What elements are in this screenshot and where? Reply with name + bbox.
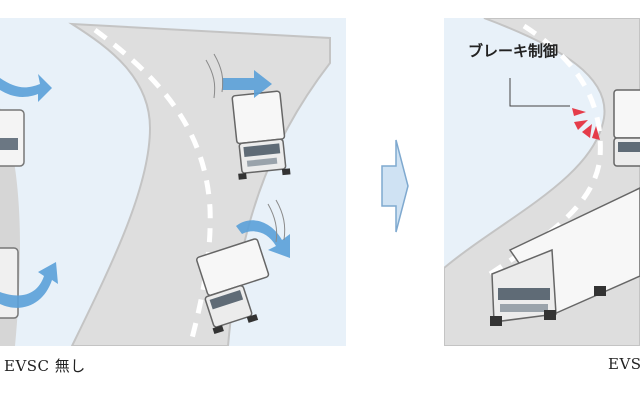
scene-with-evsc-illustration <box>444 18 640 346</box>
truck-tipping <box>196 238 270 335</box>
brake-control-label: ブレーキ制御 <box>468 42 559 60</box>
right-arrow-icon <box>381 139 409 233</box>
brake-burst-icon <box>572 108 600 140</box>
truck-upper-right <box>231 90 291 180</box>
curved-arrow-icon <box>0 262 58 308</box>
scene-with-evsc <box>444 18 640 346</box>
motion-arrow-icon <box>0 74 52 102</box>
truck-partial-top <box>0 109 25 167</box>
curved-arrow-icon <box>236 220 290 258</box>
motion-lines <box>205 53 286 243</box>
label-leader-line <box>509 78 570 107</box>
truck-large <box>490 187 640 326</box>
truck-braking <box>613 89 640 167</box>
scene-without-evsc <box>0 18 346 346</box>
caption-without-evsc: EVSC 無し <box>4 357 86 375</box>
motion-arrow-icon <box>222 70 272 98</box>
scene-without-evsc-illustration <box>0 18 346 346</box>
caption-with-evsc: EVSC <box>608 355 640 373</box>
lane-marking <box>93 27 213 346</box>
